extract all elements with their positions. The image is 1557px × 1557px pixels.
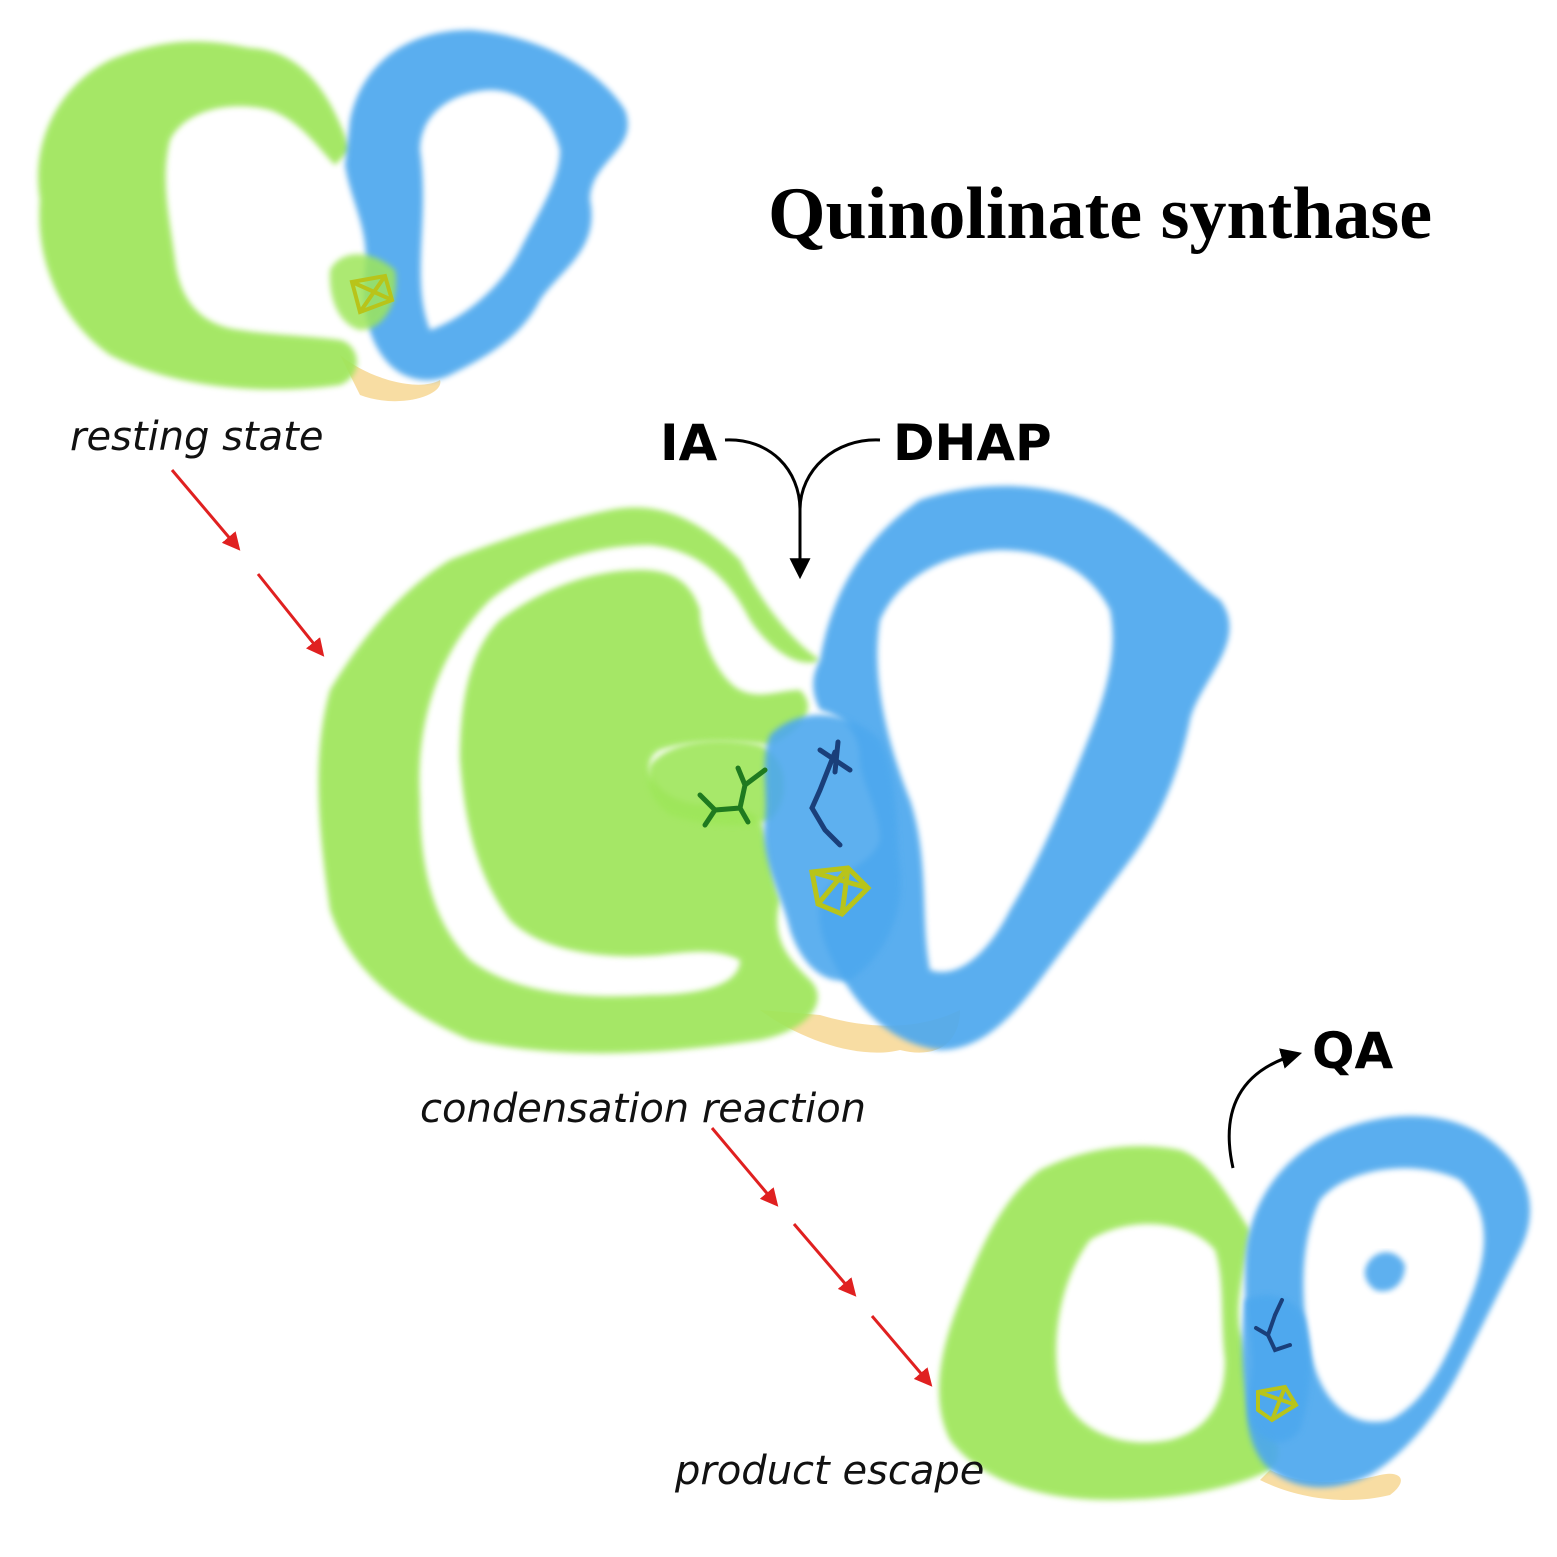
pocket-green bbox=[648, 740, 784, 826]
green-tongue bbox=[329, 254, 396, 330]
title: Quinolinate synthase bbox=[768, 173, 1432, 255]
green-domain bbox=[939, 1146, 1279, 1500]
green-domain bbox=[38, 41, 357, 390]
fe-s-cluster-icon bbox=[809, 865, 872, 917]
condensation-state-protein bbox=[318, 486, 1230, 1054]
substrate-dhap-label: DHAP bbox=[893, 414, 1052, 472]
resting-state-caption: resting state bbox=[70, 414, 323, 460]
state-transition-arrow-2 bbox=[710, 1127, 933, 1387]
blue-blob bbox=[1364, 1252, 1405, 1292]
product-qa-label: QA bbox=[1312, 1022, 1394, 1080]
product-exit-arrow bbox=[1227, 1048, 1303, 1169]
pocket-blue bbox=[1242, 1295, 1311, 1443]
blue-domain bbox=[345, 30, 628, 381]
tan-patch bbox=[340, 355, 441, 402]
fe-s-cluster-icon bbox=[349, 273, 395, 315]
resting-state-protein bbox=[38, 30, 628, 402]
condensation-reaction-caption: condensation reaction bbox=[420, 1086, 866, 1132]
ligand-qa-icon bbox=[1254, 1298, 1292, 1353]
fe-s-cluster-icon bbox=[1256, 1384, 1299, 1423]
blue-domain bbox=[1245, 1116, 1530, 1488]
product-escape-protein bbox=[939, 1116, 1530, 1500]
product-escape-caption: product escape bbox=[674, 1448, 984, 1494]
substrate-ia-label: IA bbox=[660, 414, 718, 472]
state-transition-arrow-1 bbox=[170, 469, 325, 657]
pocket-blue bbox=[764, 714, 901, 981]
ligand-dhap-icon bbox=[809, 739, 853, 848]
substrate-entry-arrow bbox=[724, 438, 881, 580]
ligand-ia-icon bbox=[697, 765, 768, 828]
green-domain bbox=[318, 507, 820, 1054]
blue-domain bbox=[813, 486, 1230, 1050]
